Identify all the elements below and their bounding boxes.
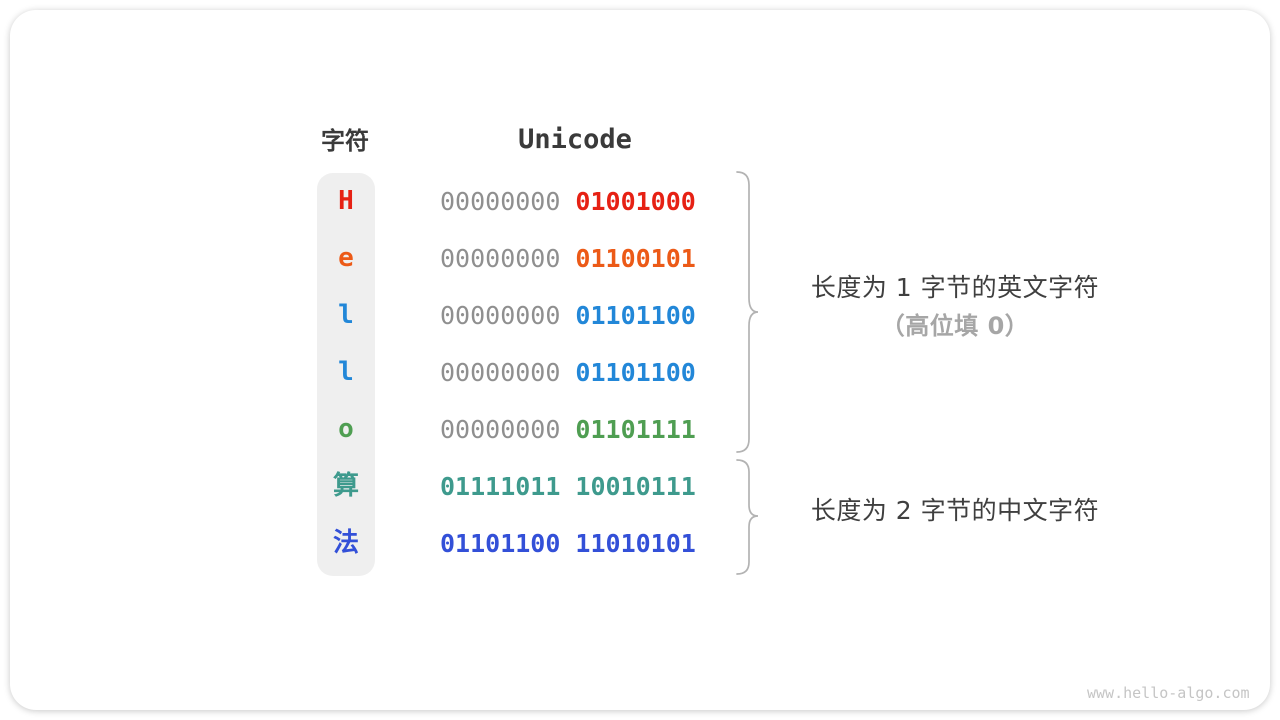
character-cell: o xyxy=(338,414,354,444)
figure-card: 字符 Unicode H 00000000 01001000 e 00000000… xyxy=(10,10,1270,710)
character-cell: e xyxy=(338,243,354,273)
unicode-bytes: 00000000 01101111 xyxy=(440,415,696,444)
low-byte: 01100101 xyxy=(575,244,696,273)
table-row: 法 01101100 11010101 xyxy=(10,528,1280,558)
character-cell: H xyxy=(338,186,354,216)
high-byte: 00000000 xyxy=(440,187,561,216)
annotation-english-line2: （高位填 0） xyxy=(880,312,1030,340)
unicode-bytes: 00000000 01001000 xyxy=(440,187,696,216)
annotation-english-line1: 长度为 1 字节的英文字符 xyxy=(810,273,1100,302)
low-byte: 01101111 xyxy=(575,415,696,444)
high-byte: 00000000 xyxy=(440,301,561,330)
annotation-chinese-line1: 长度为 2 字节的中文字符 xyxy=(810,496,1100,525)
unicode-bytes: 00000000 01100101 xyxy=(440,244,696,273)
table-row: l 00000000 01101100 xyxy=(10,357,1280,387)
low-byte: 11010101 xyxy=(575,529,696,558)
unicode-bytes: 00000000 01101100 xyxy=(440,301,696,330)
high-byte: 00000000 xyxy=(440,244,561,273)
table-row: o 00000000 01101111 xyxy=(10,414,1280,444)
unicode-bytes: 01111011 10010111 xyxy=(440,472,696,501)
unicode-bytes: 00000000 01101100 xyxy=(440,358,696,387)
high-byte: 01111011 xyxy=(440,472,561,501)
table-row: 算 01111011 10010111 xyxy=(10,471,1280,501)
column-header-character: 字符 xyxy=(321,127,369,155)
character-cell: l xyxy=(338,357,354,387)
brace-english-group xyxy=(736,171,759,453)
character-cell: 法 xyxy=(332,528,359,558)
column-header-unicode: Unicode xyxy=(518,124,632,155)
table-row: e 00000000 01100101 xyxy=(10,243,1280,273)
high-byte: 00000000 xyxy=(440,358,561,387)
brace-chinese-group xyxy=(736,459,759,575)
low-byte: 10010111 xyxy=(575,472,696,501)
character-cell: 算 xyxy=(332,471,359,501)
low-byte: 01001000 xyxy=(575,187,696,216)
table-row: H 00000000 01001000 xyxy=(10,186,1280,216)
website-watermark: www.hello-algo.com xyxy=(1087,684,1250,702)
table-row: l 00000000 01101100 xyxy=(10,300,1280,330)
high-byte: 01101100 xyxy=(440,529,561,558)
high-byte: 00000000 xyxy=(440,415,561,444)
low-byte: 01101100 xyxy=(575,358,696,387)
unicode-bytes: 01101100 11010101 xyxy=(440,529,696,558)
character-cell: l xyxy=(338,300,354,330)
character-column-background xyxy=(317,173,375,576)
low-byte: 01101100 xyxy=(575,301,696,330)
